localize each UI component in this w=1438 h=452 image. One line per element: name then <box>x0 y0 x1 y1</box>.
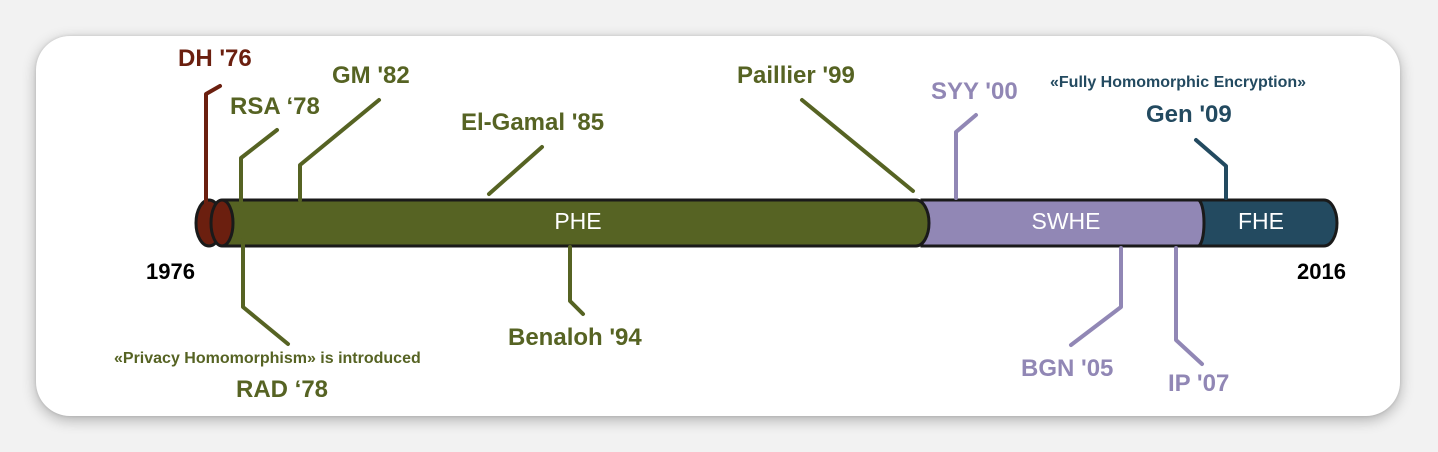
gen-leader <box>1194 138 1228 200</box>
dh-segment-inner <box>209 198 235 248</box>
rad-leader <box>241 238 290 346</box>
event-label-gen: Gen '09 <box>1146 101 1232 128</box>
event-note-fhe: «Fully Homomorphic Encryption» <box>1050 74 1306 91</box>
phe-segment <box>222 198 931 248</box>
band-label-phe: PHE <box>554 208 601 234</box>
event-label-syy: SYY '00 <box>931 78 1018 105</box>
paillier-leader <box>800 98 915 193</box>
benaloh-leader <box>568 245 585 316</box>
event-label-rsa: RSA ‘78 <box>230 93 320 120</box>
band-label-fhe: FHE <box>1238 208 1284 234</box>
event-label-paillier: Paillier '99 <box>737 62 855 89</box>
event-label-rad: RAD ‘78 <box>236 376 328 403</box>
swhe-segment <box>920 198 1206 248</box>
elgamal-leader <box>487 145 544 196</box>
event-label-dh: DH '76 <box>178 45 252 72</box>
start-year-label: 1976 <box>146 259 195 284</box>
ip-leader <box>1174 246 1204 366</box>
fhe-segment <box>1196 198 1339 248</box>
dh-leader <box>204 84 222 206</box>
event-label-ip: IP '07 <box>1168 370 1229 397</box>
event-note-privacy-homomorphism: «Privacy Homomorphism» is introduced <box>114 350 421 367</box>
event-label-bgn: BGN '05 <box>1021 355 1113 382</box>
band-label-swhe: SWHE <box>1032 208 1101 234</box>
event-label-elgamal: El-Gamal '85 <box>461 109 604 136</box>
event-label-benaloh: Benaloh '94 <box>508 324 642 351</box>
end-year-label: 2016 <box>1297 259 1346 284</box>
syy-leader <box>954 113 978 200</box>
event-label-gm: GM '82 <box>332 62 410 89</box>
rsa-leader <box>239 128 279 208</box>
bgn-leader <box>1069 246 1123 347</box>
gm-leader <box>298 98 381 202</box>
